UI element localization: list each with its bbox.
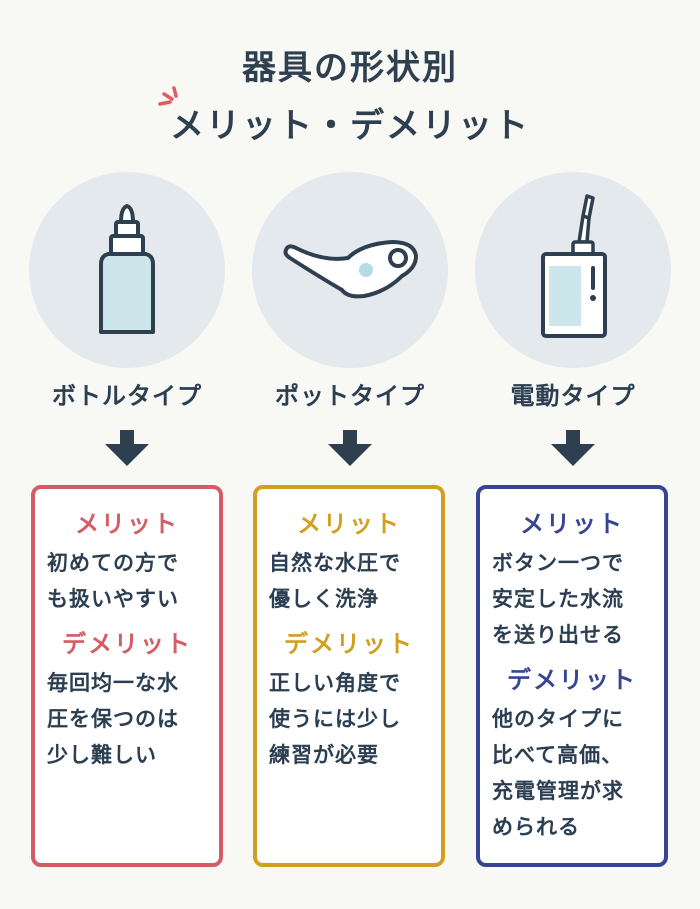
demerit-text: 毎回均一な水 圧を保つのは 少し難しい <box>47 671 179 767</box>
bottle-card: メリット 初めての方で も扱いやすい デメリット 毎回均一な水 圧を保つのは 少… <box>31 485 223 867</box>
pot-type-label: ポットタイプ <box>275 382 425 410</box>
demerit-text: 正しい角度で 使うには少し 練習が必要 <box>269 671 401 767</box>
merit-heading: メリット <box>520 510 624 538</box>
demerit-heading: デメリット <box>62 630 192 658</box>
bottle-circle <box>29 172 225 368</box>
down-arrow-icon <box>328 430 372 466</box>
pot-card: メリット 自然な水圧で 優しく洗浄 デメリット 正しい角度で 使うには少し 練習… <box>253 485 445 867</box>
merit-heading: メリット <box>297 510 401 538</box>
merit-heading: メリット <box>75 510 179 538</box>
neti-pot-icon <box>283 240 418 299</box>
demerit-heading: デメリット <box>507 666 637 694</box>
merit-text: ボタン一つで 安定した水流 を送り出せる <box>492 551 624 647</box>
electric-circle <box>475 172 671 368</box>
down-arrow-icon <box>105 430 149 466</box>
electric-type-label: 電動タイプ <box>510 382 636 410</box>
merit-text: 自然な水圧で 優しく洗浄 <box>269 551 401 611</box>
bottle-type-label: ボトルタイプ <box>52 382 202 410</box>
demerit-text: 他のタイプに 比べて高価、 充電管理が求 められる <box>492 707 624 839</box>
bottle-icon <box>99 204 155 334</box>
pot-circle <box>252 172 448 368</box>
down-arrow-icon <box>551 430 595 466</box>
merit-text: 初めての方で も扱いやすい <box>47 551 179 611</box>
demerit-heading: デメリット <box>284 630 414 658</box>
electric-card: メリット ボタン一つで 安定した水流 を送り出せる デメリット 他のタイプに 比… <box>476 485 668 867</box>
emphasis-accent-icon <box>158 86 178 106</box>
title-line-2: メリット・デメリット <box>170 106 530 146</box>
electric-irrigator-icon <box>541 194 607 338</box>
title-line-1: 器具の形状別 <box>242 48 458 88</box>
